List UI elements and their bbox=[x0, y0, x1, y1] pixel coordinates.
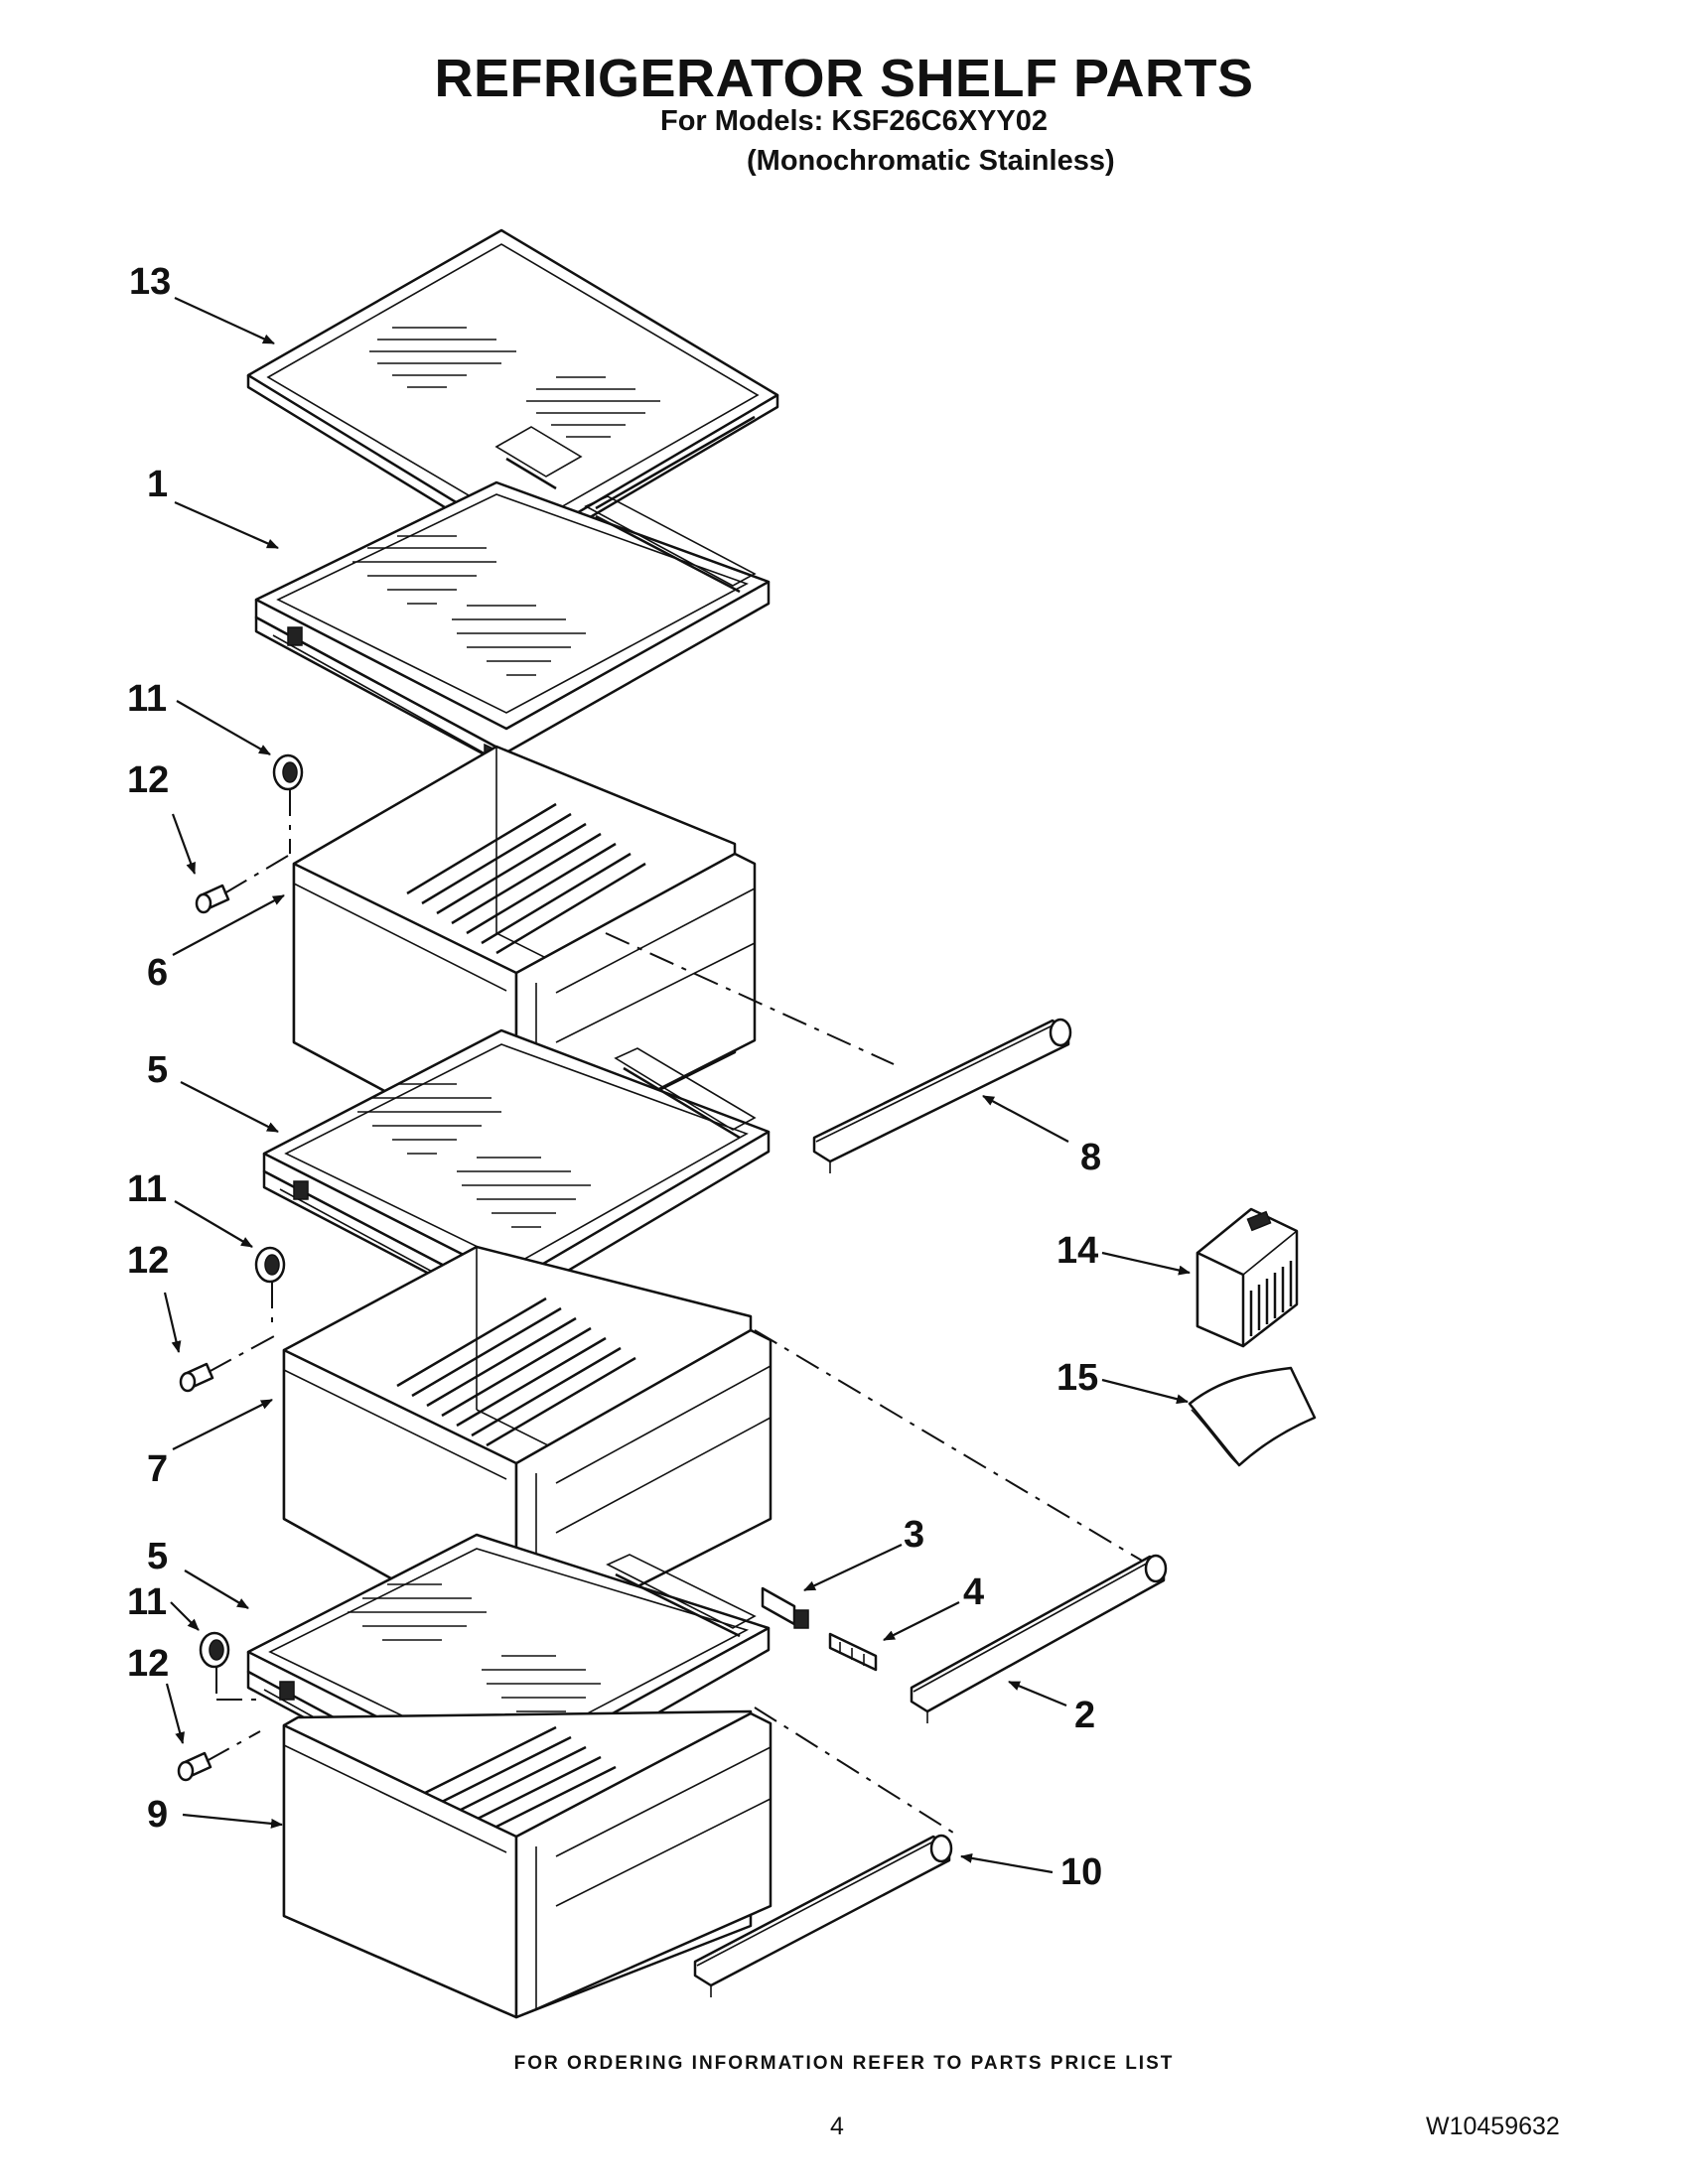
callout-12: 12 bbox=[127, 1643, 169, 1685]
bracket-4 bbox=[828, 1632, 878, 1672]
callout-8: 8 bbox=[1080, 1137, 1101, 1178]
rail-10 bbox=[693, 1834, 953, 1997]
callout-11: 11 bbox=[127, 1581, 167, 1623]
callout-1: 1 bbox=[147, 464, 168, 505]
callout-12: 12 bbox=[127, 759, 169, 801]
callout-11: 11 bbox=[127, 678, 167, 720]
callout-12: 12 bbox=[127, 1240, 169, 1282]
callout-5: 5 bbox=[147, 1049, 168, 1091]
callout-11: 11 bbox=[127, 1168, 167, 1210]
ordering-note: FOR ORDERING INFORMATION REFER TO PARTS … bbox=[513, 2053, 1175, 2074]
callout-13: 13 bbox=[129, 261, 171, 303]
rail-8 bbox=[812, 1018, 1072, 1173]
callout-5: 5 bbox=[147, 1536, 168, 1577]
document-number: W10459632 bbox=[1426, 2113, 1560, 2140]
callout-labels: 13 1 11 12 6 5 8 11 12 14 15 7 5 11 3 4 … bbox=[127, 261, 1102, 1893]
alignment-lines bbox=[206, 790, 1143, 1834]
callout-14: 14 bbox=[1056, 1230, 1098, 1272]
page-number: 4 bbox=[830, 2113, 844, 2140]
cap-11-c bbox=[199, 1631, 230, 1669]
callout-7: 7 bbox=[147, 1448, 168, 1490]
cap-11-b bbox=[254, 1246, 286, 1284]
callout-15: 15 bbox=[1056, 1357, 1098, 1399]
cover-15 bbox=[1188, 1366, 1317, 1467]
callout-2: 2 bbox=[1074, 1695, 1095, 1736]
callout-10: 10 bbox=[1060, 1851, 1102, 1893]
rail-2 bbox=[910, 1554, 1168, 1723]
callout-6: 6 bbox=[147, 952, 168, 994]
screw-12-c bbox=[177, 1751, 212, 1782]
control-14 bbox=[1196, 1207, 1299, 1348]
callout-9: 9 bbox=[147, 1794, 168, 1836]
shelf-1 bbox=[254, 480, 771, 778]
drawer-9 bbox=[282, 1709, 773, 2019]
callout-4: 4 bbox=[963, 1571, 984, 1613]
leader-arrows bbox=[163, 297, 1191, 1874]
screw-12-a bbox=[195, 884, 230, 914]
page-title: REFRIGERATOR SHELF PARTS bbox=[434, 49, 1254, 108]
callout-3: 3 bbox=[904, 1514, 924, 1556]
model-number: For Models: KSF26C6XYY02 bbox=[660, 105, 1048, 137]
cap-11-a bbox=[272, 753, 304, 791]
model-variant: (Monochromatic Stainless) bbox=[747, 145, 1115, 177]
screw-12-b bbox=[179, 1362, 214, 1393]
bracket-3 bbox=[761, 1586, 809, 1629]
